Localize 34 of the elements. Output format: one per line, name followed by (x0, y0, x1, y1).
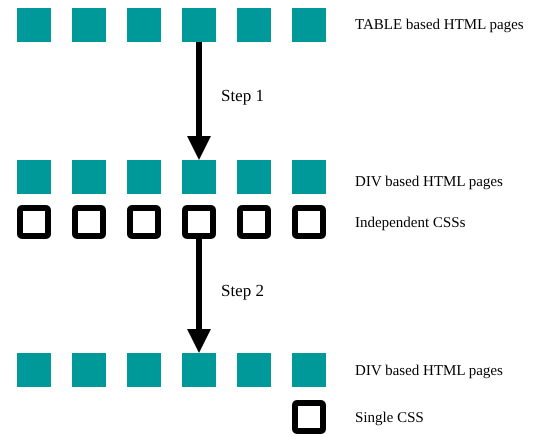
page-square (127, 8, 161, 42)
page-square (182, 8, 216, 42)
row-label: DIV based HTML pages (355, 362, 503, 380)
page-square (72, 353, 106, 387)
arrow (187, 239, 211, 353)
page-square (292, 160, 326, 194)
page-square (237, 8, 271, 42)
page-square (237, 160, 271, 194)
page-square (17, 160, 51, 194)
row-label: DIV based HTML pages (355, 173, 503, 191)
row-label: Single CSS (355, 409, 424, 427)
page-square (17, 353, 51, 387)
css-square (127, 205, 161, 239)
css-square (17, 205, 51, 239)
css-square (182, 205, 216, 239)
row-label: TABLE based HTML pages (355, 16, 524, 34)
page-square (292, 353, 326, 387)
arrow (187, 42, 211, 160)
edge-label: Step 2 (221, 282, 264, 300)
css-square (72, 205, 106, 239)
page-square (127, 353, 161, 387)
page-square (72, 160, 106, 194)
page-square (17, 8, 51, 42)
page-square (292, 8, 326, 42)
edge-label: Step 1 (221, 87, 264, 105)
css-square (292, 205, 326, 239)
page-square (182, 353, 216, 387)
page-square (72, 8, 106, 42)
page-square (182, 160, 216, 194)
css-square (292, 400, 326, 434)
row-label: Independent CSSs (355, 214, 466, 232)
page-square (237, 353, 271, 387)
css-square (237, 205, 271, 239)
page-square (127, 160, 161, 194)
